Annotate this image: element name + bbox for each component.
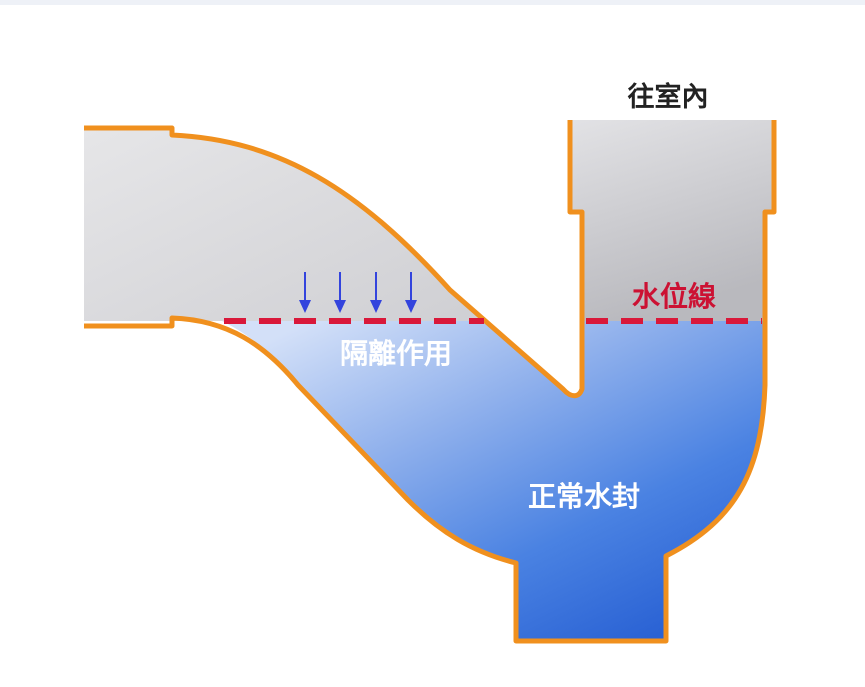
top-border <box>0 0 865 5</box>
indoor-label: 往室內 <box>628 81 709 113</box>
down-arrow-icon <box>299 272 311 313</box>
pipe-outer-wall <box>84 120 777 644</box>
inlet-air-region <box>84 128 484 321</box>
normal-seal-label: 正常水封 <box>528 480 640 513</box>
pipe-inner-wall <box>84 120 585 399</box>
down-arrow-icon <box>405 272 417 313</box>
outlet-air-region <box>570 120 772 321</box>
isolation-label: 隔離作用 <box>340 337 452 370</box>
water-body <box>222 321 763 640</box>
down-arrow-icon <box>334 272 346 313</box>
down-arrow-icon <box>370 272 382 313</box>
water-level-label: 水位線 <box>632 280 716 313</box>
